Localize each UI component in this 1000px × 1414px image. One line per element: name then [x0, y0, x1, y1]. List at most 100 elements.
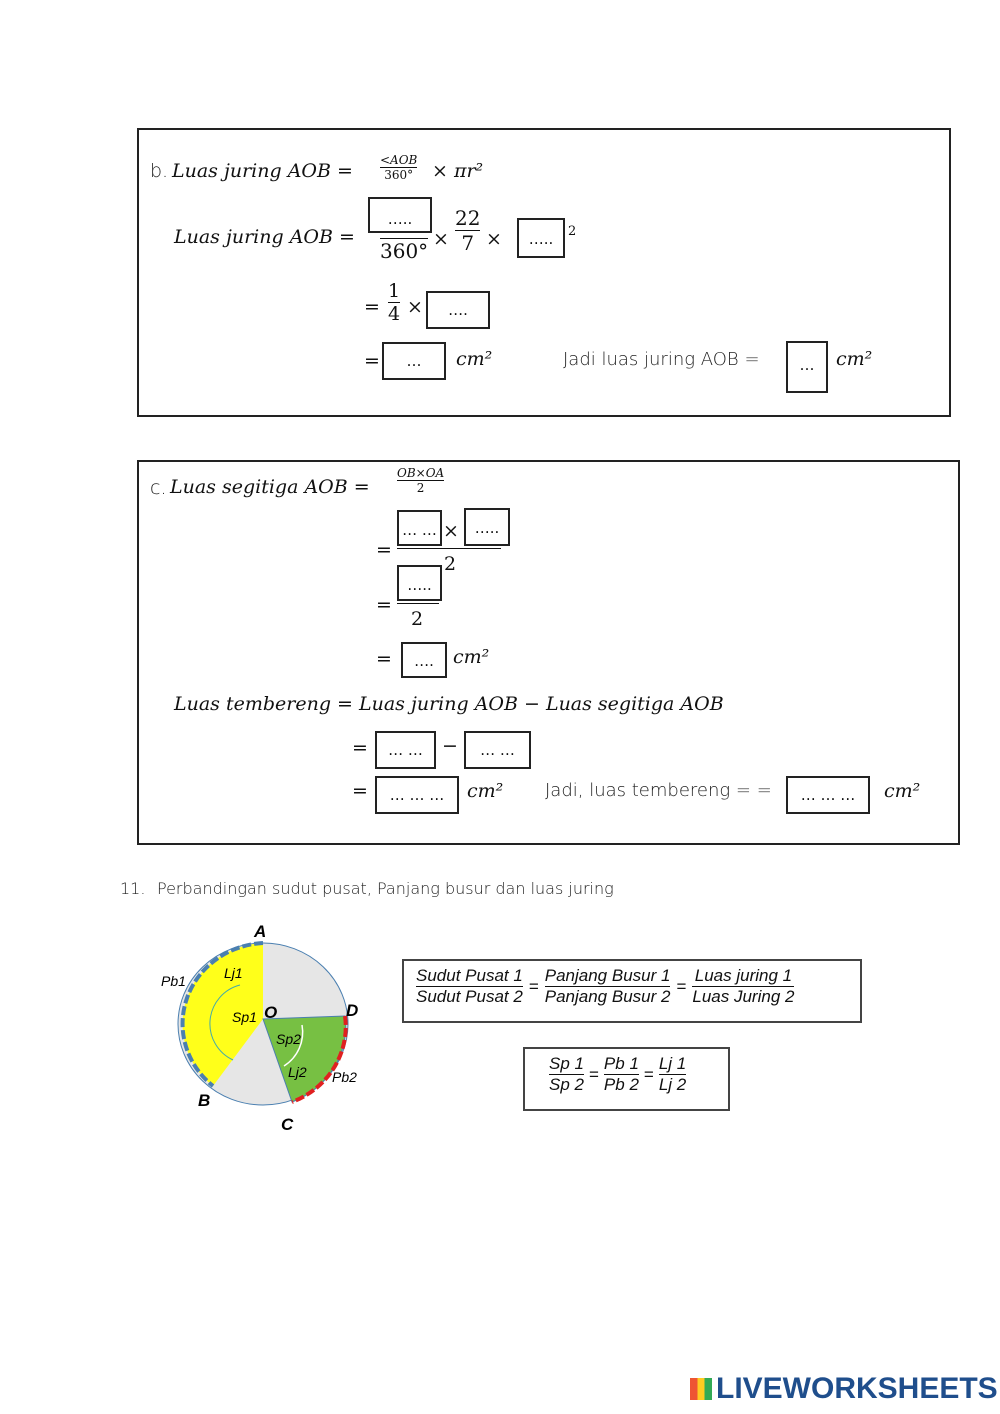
label-D: D: [346, 1001, 358, 1020]
unit: cm²: [467, 780, 504, 802]
numerator: Panjang Busur 1: [544, 966, 671, 985]
label-B: B: [198, 1091, 210, 1110]
answer-input-final-tembereng[interactable]: … … …: [786, 776, 870, 814]
answer-input-angle[interactable]: …..: [368, 197, 432, 233]
equals-sign: =: [376, 594, 392, 616]
ratio-formula-full: Sudut Pusat 1 Sudut Pusat 2 = Panjang Bus…: [402, 959, 862, 1023]
liveworksheets-logo: LIVEWORKSHEETS: [690, 1372, 998, 1406]
label-O: O: [264, 1003, 277, 1022]
panel-c: [137, 460, 960, 845]
answer-input-area[interactable]: …: [382, 342, 446, 380]
label-C: C: [281, 1115, 294, 1134]
denominator: Panjang Busur 2: [544, 987, 671, 1006]
answer-input-numerator[interactable]: …..: [397, 565, 442, 601]
unit: cm²: [884, 780, 921, 802]
label-Pb1: Pb1: [161, 973, 186, 989]
denominator: 4: [388, 303, 401, 325]
denominator: 7: [461, 231, 475, 255]
answer-input-segitiga[interactable]: … …: [464, 731, 531, 769]
conclusion-text: Jadi, luas tembereng = =: [545, 780, 772, 801]
label-Sp1: Sp1: [232, 1009, 257, 1025]
panel-b: [137, 128, 951, 417]
formula-text: × πr²: [432, 160, 484, 182]
denominator: 2: [411, 608, 424, 630]
formula-text: Luas juring AOB =: [174, 226, 355, 248]
numerator: <AOB: [380, 153, 418, 167]
exponent: 2: [568, 224, 577, 239]
angle-arrow-sp2: [283, 1024, 304, 1067]
numerator: Lj 1: [658, 1054, 687, 1073]
answer-input-juring[interactable]: … …: [375, 731, 436, 769]
formula-text: Luas tembereng = Luas juring AOB − Luas …: [174, 693, 724, 715]
denominator: Pb 2: [603, 1075, 639, 1094]
minus-sign: −: [442, 735, 458, 757]
question-text: Perbandingan sudut pusat, Panjang busur …: [157, 879, 614, 898]
numerator: 22: [455, 206, 481, 230]
label-Sp2: Sp2: [276, 1031, 301, 1047]
denominator: 360°: [380, 239, 429, 263]
label-c: c.: [150, 477, 167, 499]
numerator: Luas juring 1: [694, 966, 793, 985]
answer-input-tembereng[interactable]: … … …: [375, 776, 459, 814]
ratio-formula-short: Sp 1 Sp 2 = Pb 1 Pb 2 = Lj 1 Lj 2: [523, 1047, 730, 1111]
circle-diagram: A B C D O Pb1 Pb2 Lj1 Lj2 Sp1 Sp2: [161, 922, 358, 1134]
equals-sign: =: [376, 648, 392, 670]
equals-sign: =: [364, 296, 380, 318]
denominator: Lj 2: [658, 1075, 687, 1094]
answer-input-ob[interactable]: … …: [397, 510, 442, 546]
equals-sign: =: [588, 1064, 599, 1084]
sector-1: [182, 943, 263, 1086]
denominator: 2: [444, 553, 457, 575]
unit: cm²: [453, 646, 490, 668]
numerator: Sp 1: [549, 1054, 584, 1073]
equals-sign: =: [352, 780, 368, 802]
fraction-bar: [397, 548, 501, 549]
arc-pb1: [180, 941, 264, 1088]
denominator: 2: [416, 481, 425, 495]
answer-input-final[interactable]: …: [786, 341, 828, 393]
times-sign: ×: [433, 228, 449, 250]
times-sign: ×: [407, 296, 423, 318]
answer-input-radius[interactable]: …..: [517, 218, 565, 258]
denominator: Sudut Pusat 2: [416, 987, 523, 1006]
formula-text: Luas segitiga AOB =: [170, 476, 370, 498]
label-Pb2: Pb2: [332, 1069, 357, 1085]
denominator: Sp 2: [549, 1075, 584, 1094]
equals-sign: =: [528, 976, 539, 996]
fraction-bar: [397, 603, 439, 604]
times-sign: ×: [443, 520, 459, 542]
equals-sign: =: [643, 1064, 654, 1084]
label-Lj1: Lj1: [224, 965, 243, 981]
formula-text: Luas juring AOB =: [172, 160, 353, 182]
fraction: 360°: [380, 218, 429, 263]
question-number: 11.: [120, 879, 146, 898]
label-Lj2: Lj2: [288, 1064, 307, 1080]
equals-sign: =: [376, 539, 392, 561]
numerator: Pb 1: [603, 1054, 639, 1073]
answer-input-triangle-area[interactable]: ….: [401, 642, 447, 678]
logo-text: LIVEWORKSHEETS: [716, 1372, 998, 1405]
label-A: A: [253, 922, 266, 941]
angle-arrow-sp1: [209, 984, 241, 1061]
equals-sign: =: [352, 737, 368, 759]
numerator: OB×OA: [397, 466, 445, 480]
denominator: 360°: [384, 168, 414, 182]
answer-input-oa[interactable]: …..: [464, 508, 510, 546]
answer-input-product[interactable]: ….: [426, 291, 490, 329]
arc-pb2: [291, 1015, 348, 1104]
times-sign: ×: [486, 228, 502, 250]
equals-sign: =: [676, 976, 687, 996]
equals-sign: =: [364, 350, 380, 372]
numerator: 1: [388, 280, 401, 302]
unit: cm²: [456, 348, 493, 370]
logo-icon: [690, 1378, 712, 1400]
unit: cm²: [836, 348, 873, 370]
label-b: b.: [150, 160, 169, 182]
conclusion-text: Jadi luas juring AOB =: [563, 349, 760, 370]
numerator: Sudut Pusat 1: [416, 966, 523, 985]
